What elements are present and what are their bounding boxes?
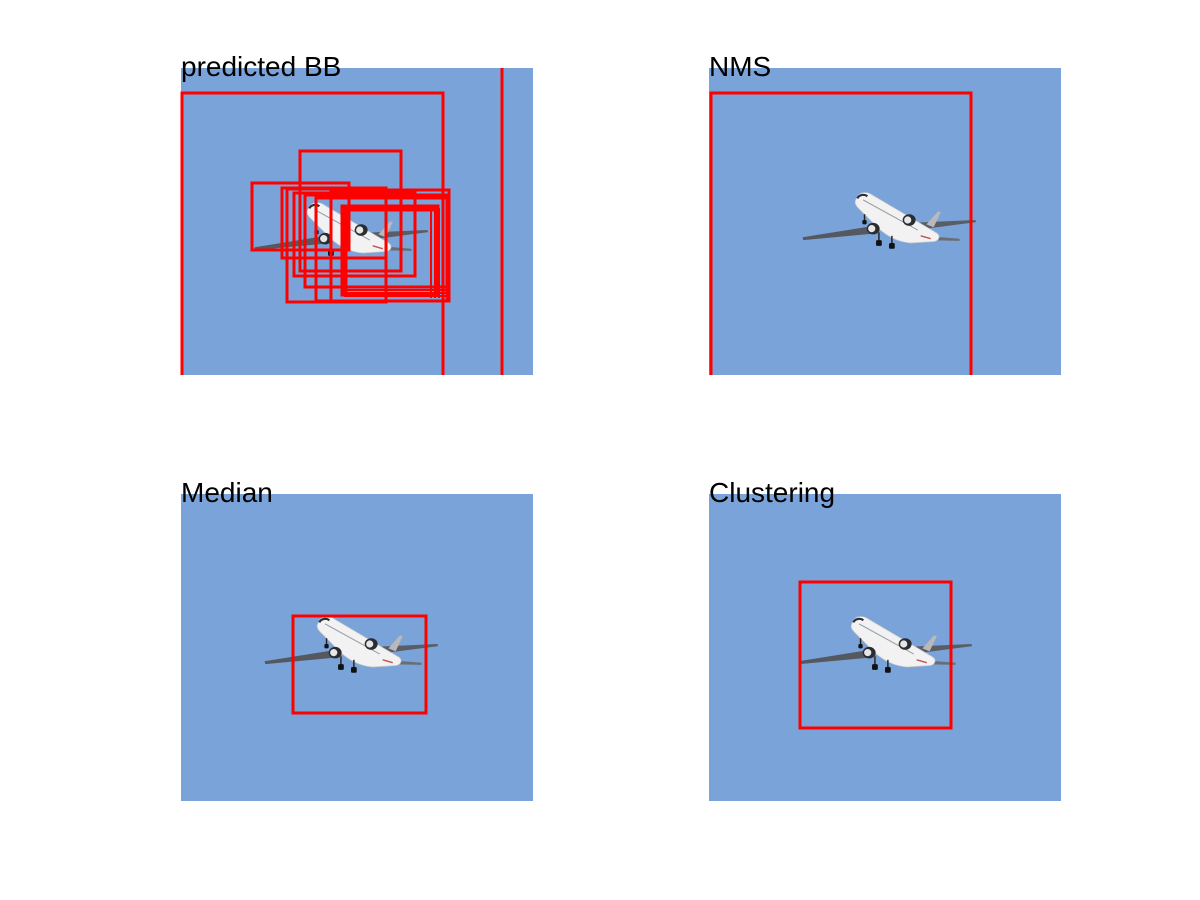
panel-nms: NMS	[709, 52, 1061, 375]
median-bounding-box	[291, 614, 428, 715]
panel-title: Median	[181, 477, 273, 508]
panel-median: Median	[181, 478, 533, 801]
airplane-photo	[180, 68, 533, 375]
clustering-bounding-box	[798, 580, 953, 730]
panel-title: predicted BB	[181, 51, 342, 82]
panel-title: Clustering	[709, 477, 836, 508]
airplane-photo	[181, 494, 533, 801]
panel-predicted-bb: predicted BB	[180, 52, 533, 375]
nms-bounding-box	[709, 91, 973, 375]
predicted-bounding-boxes	[180, 68, 504, 375]
airplane-photo	[709, 494, 1061, 801]
panel-clustering: Clustering	[709, 478, 1061, 801]
panel-title: NMS	[709, 51, 772, 82]
airplane-photo	[709, 68, 1061, 375]
